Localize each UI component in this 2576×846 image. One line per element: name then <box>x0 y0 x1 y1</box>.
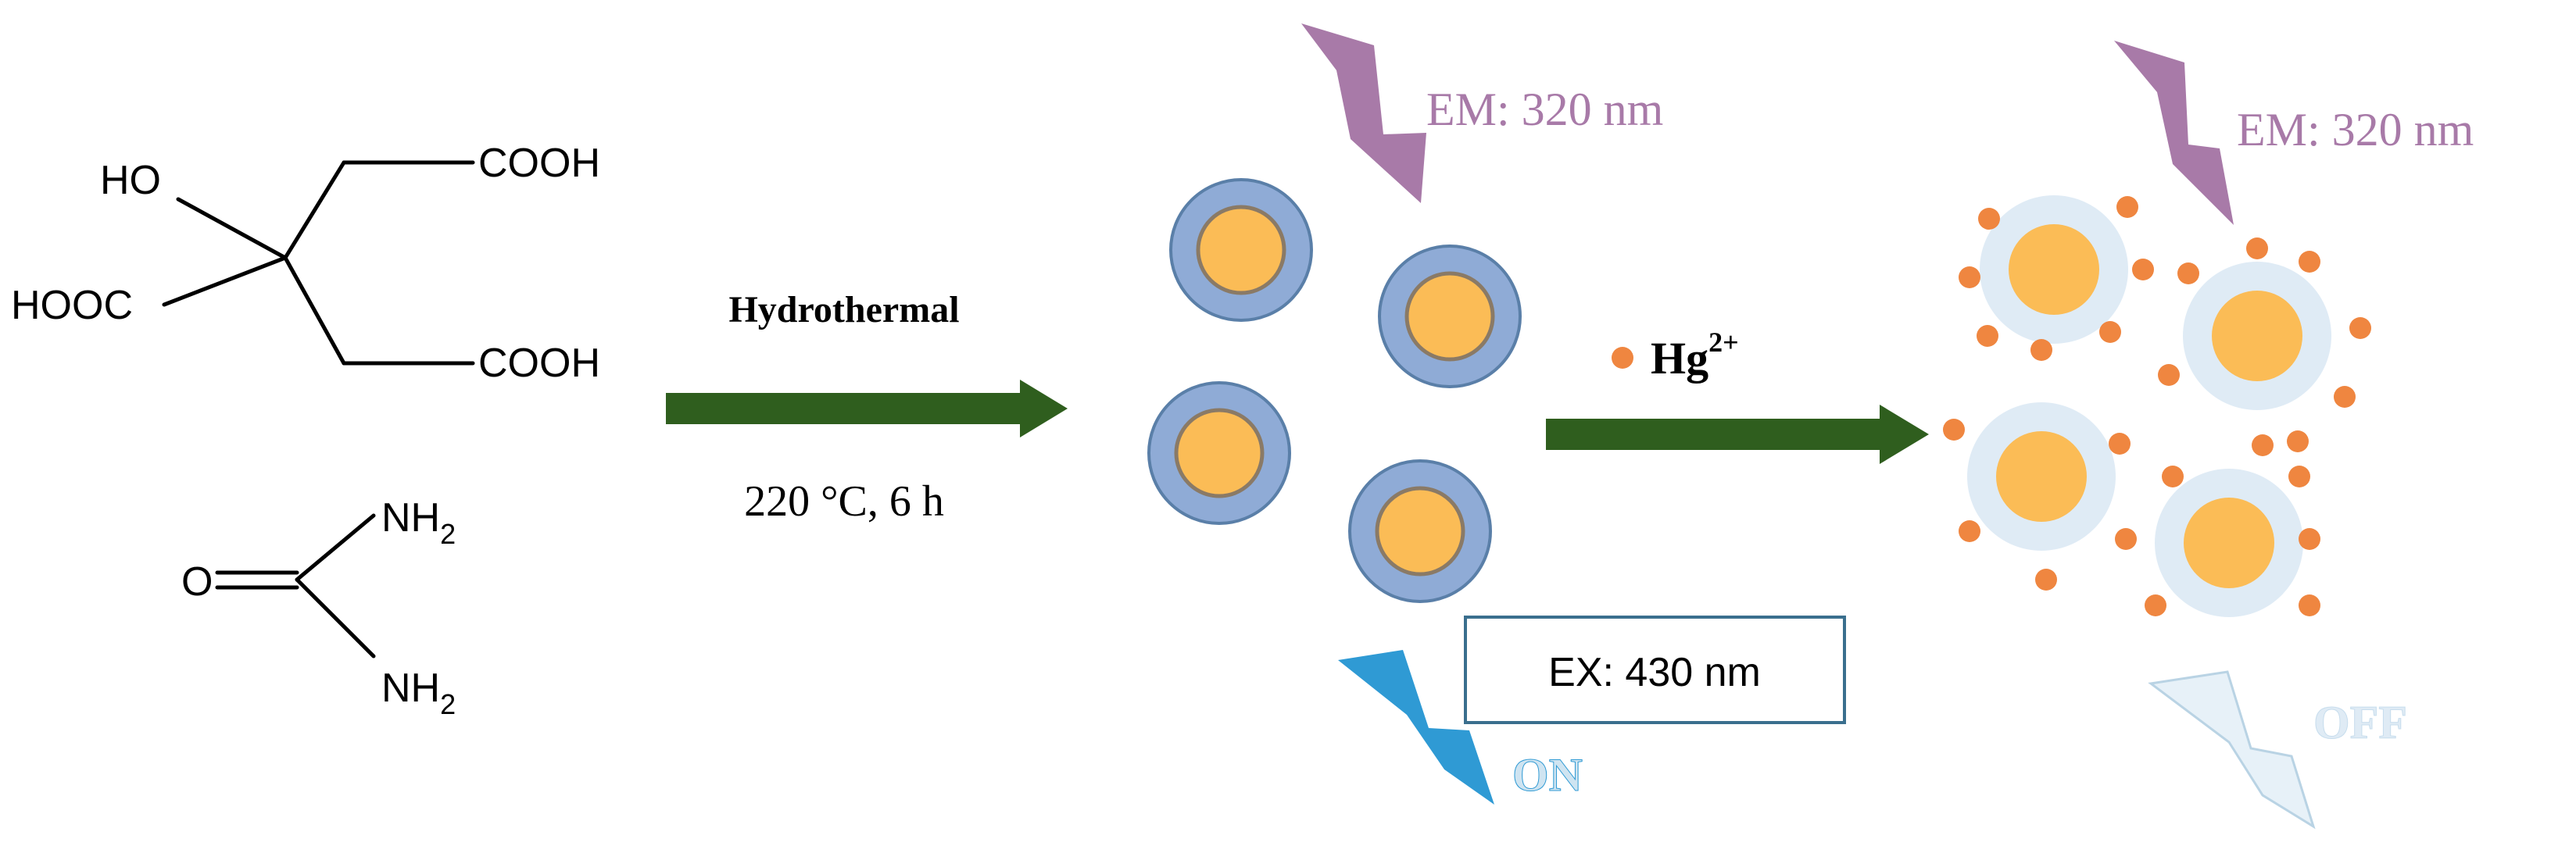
mercury-ion-dot <box>2030 339 2052 361</box>
lightning-bolt-icon <box>1338 650 1494 805</box>
mercury-ion-dot <box>2035 569 2057 591</box>
dot-core <box>1996 431 2087 522</box>
mercury-ion-dot <box>2158 364 2180 386</box>
citric-acid-structure: HO HOOC COOH COOH <box>11 141 600 386</box>
bond <box>283 160 346 260</box>
arrow-head <box>1020 380 1068 437</box>
quenched-dot <box>1967 402 2116 551</box>
arrow-shaft <box>666 393 1022 424</box>
lightning-bolt-icon <box>2148 670 2316 830</box>
amine-top-label: NH2 <box>381 495 456 550</box>
urea-structure: O NH2 NH2 <box>181 495 456 720</box>
dot-core <box>2184 498 2274 588</box>
conditions-label: 220 °C, 6 h <box>744 477 944 526</box>
excitation-box <box>1464 616 1846 724</box>
carboxyl-top-label: COOH <box>478 141 600 186</box>
carbon-dot <box>1378 245 1522 388</box>
dot-core <box>1375 486 1465 576</box>
mercury-ion-dot <box>1959 266 1980 288</box>
quenched-dot <box>2183 262 2331 410</box>
hydrothermal-step: Hydrothermal 220 °C, 6 h <box>666 289 1068 526</box>
mercury-ion-dot <box>2177 262 2199 284</box>
carboxyl-bottom-label: COOH <box>478 341 600 386</box>
emission-label-off: EM: 320 nm <box>2237 104 2474 155</box>
bond <box>295 577 376 659</box>
lightning-bolt-icon <box>1301 23 1426 203</box>
mercury-ion-dot <box>2299 251 2320 273</box>
mercury-ion-dot <box>1959 520 1980 542</box>
bond <box>162 255 288 307</box>
mercury-ion-dot <box>2334 386 2356 408</box>
mercury-addition-step: Hg2+ <box>1546 327 1929 464</box>
mercury-ions <box>1943 196 2371 616</box>
quenched-dot <box>2155 469 2303 617</box>
arrow-head <box>1880 405 1929 464</box>
bond <box>283 255 346 366</box>
arrow-shaft <box>1546 419 1884 450</box>
mercury-ion-dot <box>2287 430 2309 452</box>
mercury-ion-dot <box>2299 594 2320 616</box>
mercury-ion-dot <box>2349 317 2371 339</box>
mercury-ion-dot <box>2115 528 2137 550</box>
mercury-ion-dot <box>1612 347 1633 369</box>
mercury-ion-dot <box>1977 325 1998 347</box>
bond <box>295 513 376 582</box>
emission-label-on: EM: 320 nm <box>1426 84 1663 135</box>
dot-core <box>2009 224 2099 315</box>
mercury-ion-dot <box>2162 466 2184 487</box>
mercury-ion-dot <box>2246 237 2268 259</box>
carboxyl-left-label: HOOC <box>11 283 133 328</box>
carbon-dot <box>1147 381 1291 525</box>
quenched-dot <box>1980 195 2128 344</box>
carbon-dot <box>1169 178 1313 322</box>
mercury-ion-dot <box>2145 594 2166 616</box>
dot-core <box>2212 291 2302 381</box>
hydroxyl-label: HO <box>100 158 161 203</box>
oxygen-label: O <box>181 559 213 605</box>
dot-core <box>1404 271 1495 362</box>
on-label: ON <box>1512 749 1583 801</box>
off-label: OFF <box>2313 697 2407 748</box>
excitation-label: EX: 430 nm <box>1548 650 1761 695</box>
amine-bottom-label: NH2 <box>381 666 456 720</box>
mercury-ion-dot <box>2109 433 2131 455</box>
carbon-dots-off: EM: 320 nm OFF <box>1943 41 2474 830</box>
mercury-ion-dot <box>2132 259 2154 280</box>
mercury-ion-dot <box>2116 196 2138 218</box>
dot-core <box>1174 408 1265 498</box>
lightning-bolt-icon <box>2114 41 2234 225</box>
mercury-ion-dot <box>1943 419 1965 441</box>
mercury-ion-dot <box>1978 208 2000 230</box>
carbon-dots-on: EM: 320 nm ON EX: 430 nm <box>1147 23 1846 805</box>
mercury-ion-label: Hg2+ <box>1651 327 1739 384</box>
mercury-ion-dot <box>2288 466 2310 487</box>
hydrothermal-label: Hydrothermal <box>728 289 959 330</box>
bond <box>176 197 288 260</box>
mercury-ion-dot <box>2252 434 2274 456</box>
mercury-ion-dot <box>2099 321 2121 343</box>
dot-core <box>1196 205 1286 295</box>
carbon-dot <box>1348 459 1492 603</box>
mercury-ion-dot <box>2299 528 2320 550</box>
